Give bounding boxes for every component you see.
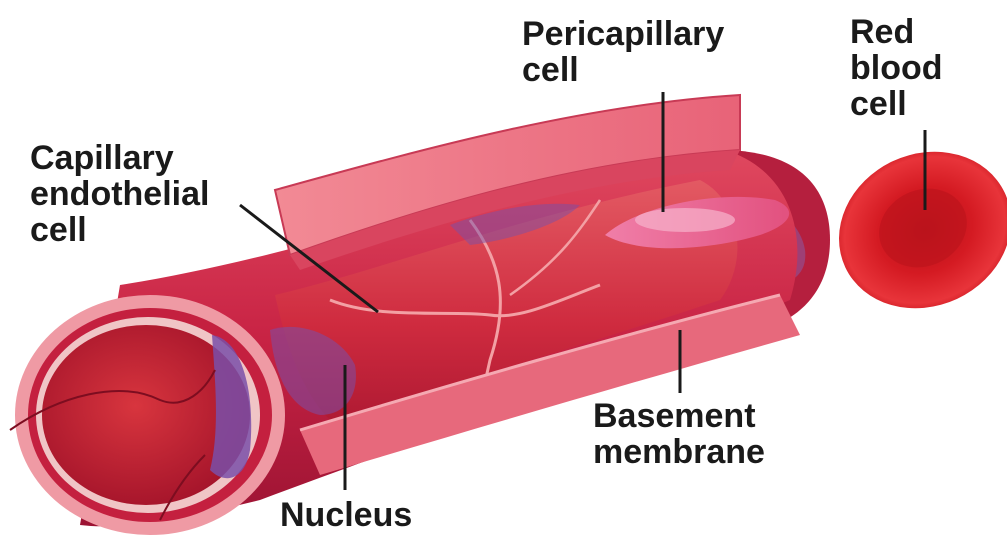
pericapillary-highlight bbox=[635, 208, 735, 232]
label-capillary-endothelial-cell: Capillary endothelial cell bbox=[30, 140, 209, 248]
lumen-junction-line bbox=[9, 369, 216, 431]
label-line: cell bbox=[522, 51, 579, 89]
lumen-junction-line bbox=[159, 454, 206, 521]
vessel-lumen bbox=[42, 325, 250, 505]
leader-line-endothelial bbox=[239, 203, 379, 314]
basement-membrane bbox=[300, 295, 800, 475]
label-line: endothelial bbox=[30, 175, 210, 213]
label-line: membrane bbox=[593, 433, 765, 471]
label-basement-membrane: Basement membrane bbox=[593, 398, 765, 470]
label-nucleus: Nucleus bbox=[280, 497, 412, 533]
label-line: cell bbox=[850, 85, 907, 123]
vessel-wall-flap-edge bbox=[290, 150, 740, 270]
endothelial-nucleus bbox=[270, 326, 356, 415]
label-line: blood bbox=[850, 49, 943, 87]
basement-membrane-edge bbox=[299, 293, 781, 432]
cell-junction-line bbox=[509, 199, 602, 297]
label-pericapillary-cell: Pericapillary cell bbox=[522, 16, 724, 88]
label-line: Red bbox=[850, 13, 915, 51]
label-line: Basement bbox=[593, 397, 756, 435]
lumen-nucleus bbox=[210, 335, 252, 479]
red-blood-cell-center bbox=[879, 188, 967, 268]
label-red-blood-cell: Red blood cell bbox=[850, 14, 943, 122]
label-line: Nucleus bbox=[280, 496, 413, 534]
label-line: Capillary bbox=[30, 139, 174, 177]
label-line: cell bbox=[30, 211, 87, 249]
endothelial-nucleus bbox=[450, 203, 580, 245]
label-line: Pericapillary bbox=[522, 15, 725, 53]
